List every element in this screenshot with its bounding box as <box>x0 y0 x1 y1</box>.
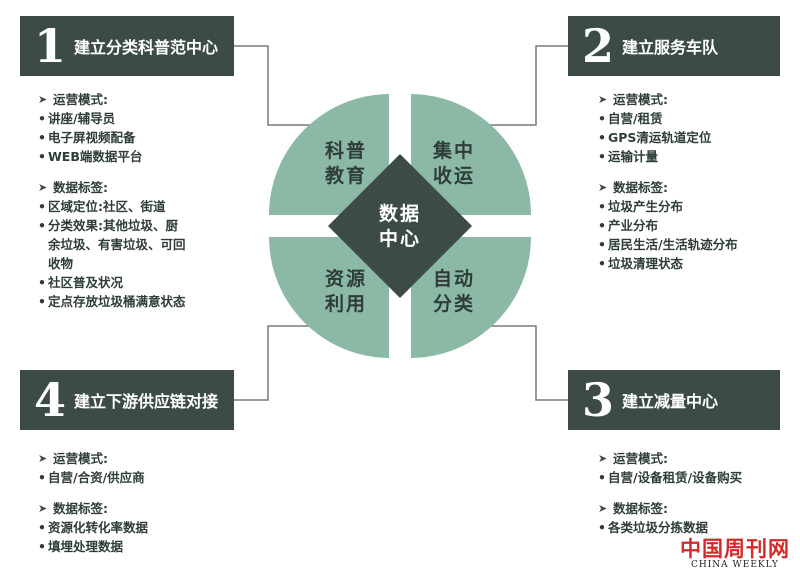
segment-label-science-education: 科普 教育 <box>324 140 367 187</box>
panel-1-title: 建立分类科普范中心 <box>74 38 219 57</box>
bullet-icon: • <box>598 130 606 145</box>
connector-line-2 <box>482 45 568 126</box>
connector-line-4 <box>234 325 322 401</box>
panel-2-header: 2 建立服务车队 <box>568 16 780 76</box>
chevron-right-icon: ➤ <box>38 181 48 194</box>
chevron-right-icon: ➤ <box>598 93 608 106</box>
bullet-icon: • <box>598 470 606 485</box>
chevron-right-icon: ➤ <box>598 452 608 465</box>
list-item: •WEB端数据平台 <box>38 149 143 164</box>
list-item: •垃圾清理状态 <box>598 256 684 271</box>
chevron-right-icon: ➤ <box>38 452 48 465</box>
bullet-icon: • <box>598 256 606 271</box>
segment-label-resource-use: 资源 利用 <box>324 268 367 315</box>
china-weekly-watermark: 中国周刊网 CHINA WEEKLY <box>680 533 790 570</box>
bullet-icon: • <box>598 218 606 233</box>
bullet-icon: • <box>38 130 46 145</box>
list-item-continuation: 余垃圾、有害垃圾、可回 <box>48 237 186 252</box>
panel-3-section-mode: ➤运营模式: <box>598 451 668 466</box>
connector-line-3 <box>482 325 568 401</box>
segment-label-auto-sorting: 自动 分类 <box>432 268 475 315</box>
panel-3-number: 3 <box>582 373 615 427</box>
segment-resource-use <box>268 237 389 358</box>
panel-2-number: 2 <box>582 19 615 73</box>
watermark-en: CHINA WEEKLY <box>691 560 779 570</box>
list-item-continuation: 收物 <box>48 256 74 271</box>
panel-1-section-mode: ➤运营模式: <box>38 92 108 107</box>
list-item: •区域定位:社区、街道 <box>38 199 166 214</box>
chevron-right-icon: ➤ <box>598 502 608 515</box>
list-item: •电子屏视频配备 <box>38 130 136 145</box>
segment-label-collection: 集中 收运 <box>432 140 475 187</box>
list-item: •定点存放垃圾桶满意状态 <box>38 294 186 309</box>
bullet-icon: • <box>598 149 606 164</box>
list-item: •填埋处理数据 <box>38 539 124 554</box>
panel-4-section-mode: ➤运营模式: <box>38 451 108 466</box>
list-item: •自营/设备租赁/设备购买 <box>598 470 743 485</box>
chevron-right-icon: ➤ <box>38 93 48 106</box>
bullet-icon: • <box>38 275 46 290</box>
list-item: •资源化转化率数据 <box>38 520 149 535</box>
segment-collection <box>411 94 531 215</box>
list-item: •各类垃圾分拣数据 <box>598 520 709 535</box>
panel-1-section-tags: ➤数据标签: <box>38 180 108 195</box>
list-item: •运输计量 <box>598 149 659 164</box>
bullet-icon: • <box>38 199 46 214</box>
list-item: •产业分布 <box>598 218 659 233</box>
bullet-icon: • <box>38 520 46 535</box>
panel-2-details: ➤运营模式: •自营/租赁 •GPS清运轨道定位 •运输计量 ➤数据标签: •垃… <box>598 90 798 273</box>
bullet-icon: • <box>598 237 606 252</box>
panel-3-details: ➤运营模式: •自营/设备租赁/设备购买 ➤数据标签: •各类垃圾分拣数据 <box>598 449 798 537</box>
panel-3-header: 3 建立减量中心 <box>568 370 780 430</box>
bullet-icon: • <box>38 149 46 164</box>
list-item: •自营/租赁 <box>598 111 663 126</box>
bullet-icon: • <box>38 294 46 309</box>
list-item: •自营/合资/供应商 <box>38 470 145 485</box>
bullet-icon: • <box>38 111 46 126</box>
list-item: •GPS清运轨道定位 <box>598 130 712 145</box>
panel-2-section-tags: ➤数据标签: <box>598 180 668 195</box>
bullet-icon: • <box>38 539 46 554</box>
chevron-right-icon: ➤ <box>38 502 48 515</box>
segment-auto-sorting <box>411 237 531 358</box>
chevron-right-icon: ➤ <box>598 181 608 194</box>
bullet-icon: • <box>598 111 606 126</box>
bullet-icon: • <box>598 520 606 535</box>
panel-4-details: ➤运营模式: •自营/合资/供应商 ➤数据标签: •资源化转化率数据 •填埋处理… <box>38 449 268 556</box>
panel-4-number: 4 <box>34 373 67 427</box>
panel-1-number: 1 <box>34 19 67 73</box>
bullet-icon: • <box>38 470 46 485</box>
panel-1-details: ➤运营模式: •讲座/辅导员 •电子屏视频配备 •WEB端数据平台 ➤数据标签:… <box>38 90 268 311</box>
panel-2-section-mode: ➤运营模式: <box>598 92 668 107</box>
connector-line-1 <box>234 45 322 126</box>
panel-4-header: 4 建立下游供应链对接 <box>20 370 234 430</box>
watermark-cn: 中国周刊网 <box>680 536 790 561</box>
segment-science-education <box>268 94 389 215</box>
panel-2-title: 建立服务车队 <box>622 38 719 57</box>
bullet-icon: • <box>38 218 46 233</box>
panel-4-title: 建立下游供应链对接 <box>74 392 219 411</box>
list-item: •社区普及状况 <box>38 275 124 290</box>
bullet-icon: • <box>598 199 606 214</box>
panel-4-section-tags: ➤数据标签: <box>38 501 108 516</box>
panel-3-title: 建立减量中心 <box>622 392 719 411</box>
panel-1-header: 1 建立分类科普范中心 <box>20 16 234 76</box>
panel-3-section-tags: ➤数据标签: <box>598 501 668 516</box>
list-item: •垃圾产生分布 <box>598 199 684 214</box>
center-label-data-center: 数据 中心 <box>378 203 421 250</box>
center-diamond <box>328 154 472 298</box>
list-item: •居民生活/生活轨迹分布 <box>598 237 738 252</box>
list-item: •讲座/辅导员 <box>38 111 116 126</box>
list-item: •分类效果:其他垃圾、厨 <box>38 218 178 233</box>
